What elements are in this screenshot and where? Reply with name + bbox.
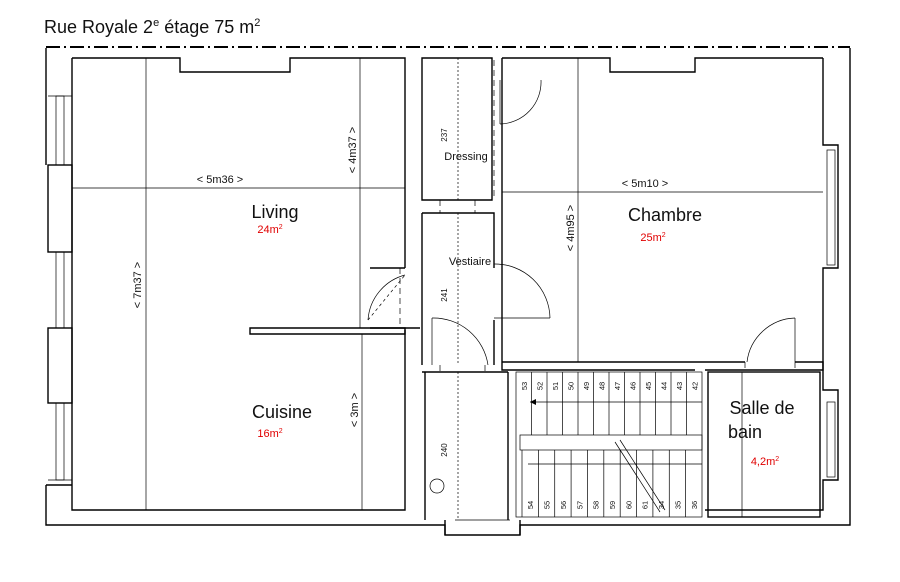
room-area-cuisine: 16m2 xyxy=(257,428,282,440)
dimension-lines xyxy=(72,58,823,520)
stair-step-labels: 53 52 51 50 49 48 47 46 45 44 43 42 54 55 56 57 58 59 60 61… xyxy=(520,382,700,509)
stair-step-number: 43 xyxy=(675,382,684,390)
room-name-chambre: Chambre xyxy=(628,205,702,225)
room-area-living: 24m2 xyxy=(257,224,282,236)
room-name-living: Living xyxy=(251,202,298,222)
stair-step-number: 45 xyxy=(644,382,653,390)
room-name-sdb-line2: bain xyxy=(728,422,762,442)
stair-step-number: 34 xyxy=(657,501,666,509)
dim-living-total: < 7m37 > xyxy=(132,262,144,308)
dim-hall: 240 xyxy=(440,443,449,457)
room-name-cuisine: Cuisine xyxy=(252,402,312,422)
room-name-vestiaire: Vestiaire xyxy=(449,256,491,268)
stair-step-number: 55 xyxy=(543,501,552,509)
stair-step-number: 52 xyxy=(535,382,544,390)
living-door-frame xyxy=(370,267,420,329)
stair-step-number: 61 xyxy=(641,501,650,509)
stair-step-number: 48 xyxy=(597,382,606,390)
right-windows xyxy=(826,149,836,478)
stair-step-number: 54 xyxy=(526,501,535,509)
door-openings xyxy=(399,60,796,521)
dim-cuisine-depth: < 3m > xyxy=(349,393,361,427)
dim-dressing: 237 xyxy=(440,128,449,142)
stair-step-number: 51 xyxy=(551,382,560,390)
room-name-dressing: Dressing xyxy=(444,151,487,163)
plan-title: Rue Royale 2e étage 75 m2 xyxy=(44,17,260,37)
outer-walls xyxy=(45,48,851,536)
door-swings xyxy=(367,79,796,494)
dim-chambre-width: < 5m10 > xyxy=(622,178,668,190)
stair-step-number: 56 xyxy=(559,501,568,509)
left-windows xyxy=(46,95,73,486)
stair-step-number: 49 xyxy=(582,382,591,390)
dim-vestiaire: 241 xyxy=(440,288,449,302)
stair-step-number: 53 xyxy=(520,382,529,390)
stair-step-number: 42 xyxy=(690,382,699,390)
dim-chambre-depth: < 4m95 > xyxy=(565,205,577,251)
stair-step-number: 46 xyxy=(628,382,637,390)
stair-step-number: 44 xyxy=(659,382,668,390)
stair-step-number: 35 xyxy=(673,501,682,509)
stair-step-number: 59 xyxy=(608,501,617,509)
room-area-sdb: 4,2m2 xyxy=(751,456,779,468)
kitchen-partition xyxy=(249,327,406,335)
stair-step-number: 36 xyxy=(690,501,699,509)
stair-step-number: 47 xyxy=(613,382,622,390)
dressing-room xyxy=(421,57,493,201)
dim-living-width: < 5m36 > xyxy=(197,174,243,186)
room-area-chambre: 25m2 xyxy=(640,232,665,244)
stair-step-number: 50 xyxy=(566,382,575,390)
stair-step-number: 60 xyxy=(624,501,633,509)
dim-living-depth: < 4m37 > xyxy=(347,127,359,173)
chambre-room xyxy=(501,57,824,371)
room-name-sdb-line1: Salle de xyxy=(729,398,794,418)
hall-room xyxy=(422,371,521,535)
stair-step-number: 57 xyxy=(575,501,584,509)
stair-step-number: 58 xyxy=(592,501,601,509)
bathroom-room xyxy=(707,371,821,518)
staircase xyxy=(515,371,703,518)
